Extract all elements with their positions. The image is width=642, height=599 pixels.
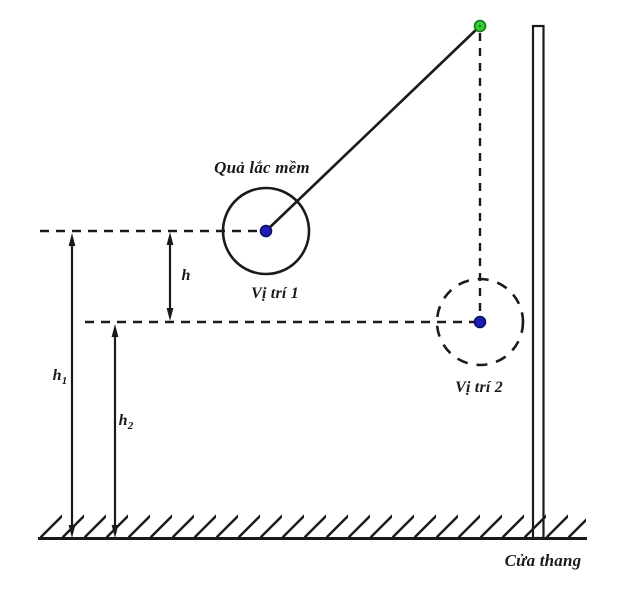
position2-circle [435,277,525,367]
h2-arrow [111,324,119,538]
h1-label-sub: 1 [61,375,68,388]
h-label: h [181,267,191,284]
h1-label-base: h [52,367,62,384]
position1-label: Vị trí 1 [251,285,299,302]
pivot-dot [473,19,487,33]
h2-label-base: h [118,412,128,429]
h-arrow [166,232,174,321]
h2-label-sub: 2 [127,420,134,433]
h1-arrow [68,233,76,538]
bob-dot-position2 [473,315,487,329]
position1-circle [221,186,311,276]
pendulum-rod [265,26,480,232]
ground-hatching [40,513,586,538]
bob-dot-position1 [259,224,273,238]
pendulum-bob-label: Quả lắc mềm [214,158,310,177]
position2-label: Vị trí 2 [455,379,503,396]
h2-label: h2 [118,412,134,433]
ladder-pole [531,24,545,540]
ladder-door-label: Cửa thang [504,551,582,570]
h1-label: h1 [52,367,68,388]
